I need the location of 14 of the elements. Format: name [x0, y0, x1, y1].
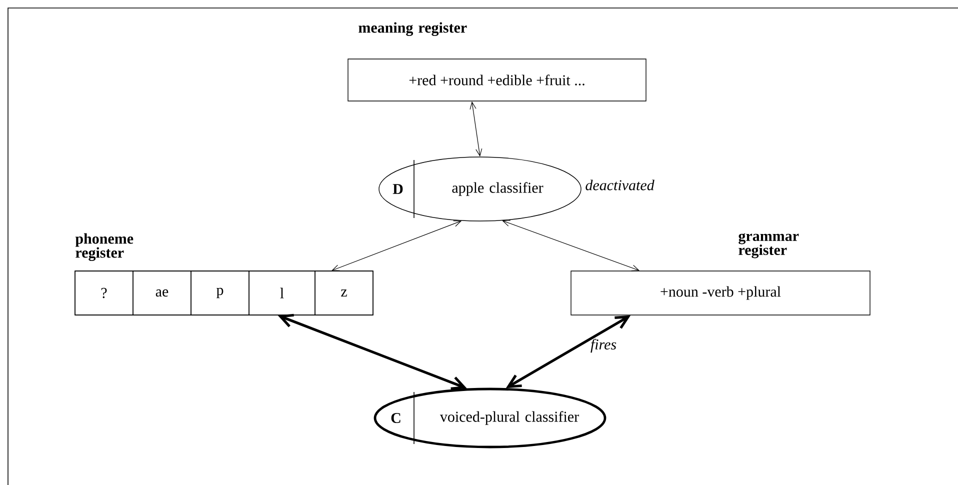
register-heading: meaning register — [358, 22, 467, 36]
register-heading: phoneme register — [75, 233, 134, 261]
arrow — [506, 315, 631, 388]
register-heading: grammar register — [738, 233, 799, 258]
register-box: +noun -verb +plural — [570, 270, 870, 316]
node-label: apple classifier — [452, 182, 544, 196]
arrow — [502, 220, 640, 272]
edge-label: fires — [590, 338, 616, 353]
arrow — [332, 220, 462, 271]
state-label: deactivated — [586, 180, 654, 190]
node-label: D — [392, 184, 403, 194]
arrow — [470, 101, 482, 157]
arrow — [278, 314, 467, 390]
register-box: +red +round +edible +fruit ... — [348, 58, 646, 102]
